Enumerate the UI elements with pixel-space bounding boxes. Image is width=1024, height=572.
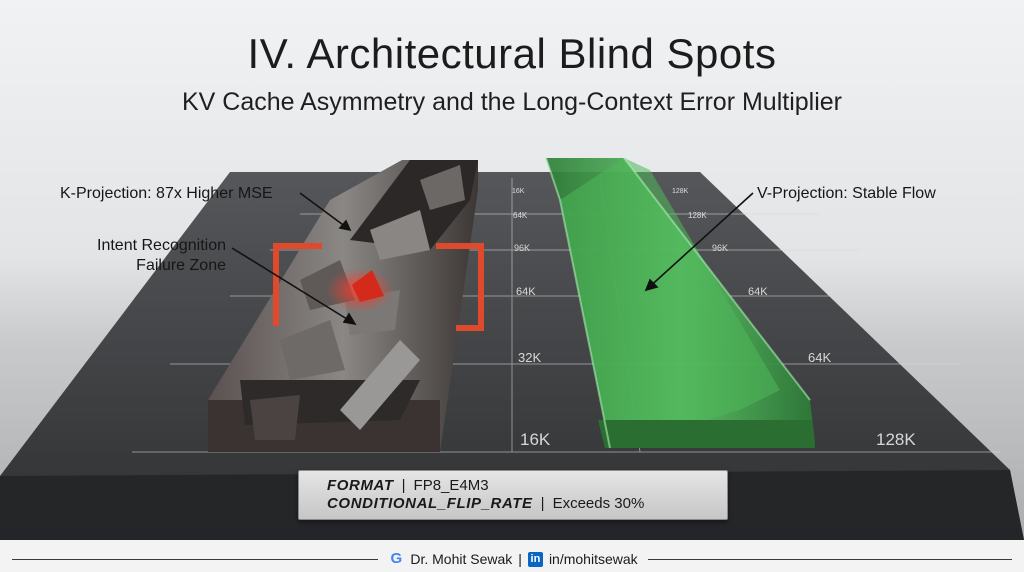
footer-credit: G Dr. Mohit Sewak | in in/mohitsewak — [382, 549, 644, 569]
grid-label-128k-right-top: 128K — [672, 188, 689, 195]
grid-label-16k-top: 16K — [512, 188, 525, 195]
footer-separator: | — [518, 551, 522, 567]
k-projection-callout: K-Projection: 87x Higher MSE — [60, 185, 273, 202]
plaque-format-row: FORMAT | FP8_E4M3 — [327, 477, 489, 494]
grid-label-64k-top: 64K — [513, 211, 528, 220]
intent-failure-line1: Intent Recognition — [97, 237, 226, 254]
failure-zone-bracket — [273, 243, 484, 331]
linkedin-icon: in — [527, 551, 543, 567]
v-projection-callout: V-Projection: Stable Flow — [757, 185, 936, 202]
grid-label-64k-right: 64K — [808, 350, 832, 365]
k-projection-channel — [208, 160, 478, 452]
grid-label-128k-right-mid: 128K — [688, 211, 707, 220]
google-icon: G — [390, 550, 403, 567]
intent-failure-line2: Failure Zone — [136, 257, 226, 274]
grid-label-32k: 32K — [518, 350, 542, 365]
grid-label-96k: 96K — [514, 243, 531, 253]
v-projection-channel — [545, 157, 815, 449]
page-subtitle: KV Cache Asymmetry and the Long-Context … — [182, 88, 842, 116]
plaque-separator: | — [401, 477, 406, 494]
grid-label-16k: 16K — [520, 430, 551, 449]
footer-rule-left — [12, 559, 378, 560]
footer-rule-right — [648, 559, 1012, 560]
plaque-format-value: FP8_E4M3 — [413, 477, 489, 494]
plaque-flip-key: CONDITIONAL_FLIP_RATE — [327, 495, 533, 512]
page-title: IV. Architectural Blind Spots — [247, 30, 777, 77]
plaque-format-key: FORMAT — [327, 477, 394, 494]
intent-failure-callout: Intent Recognition Failure Zone — [80, 236, 226, 276]
footer-linkedin-handle[interactable]: in/mohitsewak — [548, 551, 638, 567]
grid-label-64k-right-mid: 64K — [748, 286, 768, 298]
plaque-flip-value: Exceeds 30% — [552, 495, 645, 512]
plaque-flip-row: CONDITIONAL_FLIP_RATE | Exceeds 30% — [327, 495, 644, 512]
grid-label-96k-right: 96K — [712, 243, 729, 253]
plaque-separator: | — [540, 495, 545, 512]
callout-arrows — [231, 192, 754, 326]
grid-label-64k-left: 64K — [516, 286, 536, 298]
footer-author: Dr. Mohit Sewak — [410, 551, 513, 567]
spec-plaque: FORMAT|FP8_E4M3 CONDITIONAL_FLIP_RATE|Ex… — [298, 470, 728, 520]
grid-label-128k-bottom: 128K — [876, 430, 916, 449]
